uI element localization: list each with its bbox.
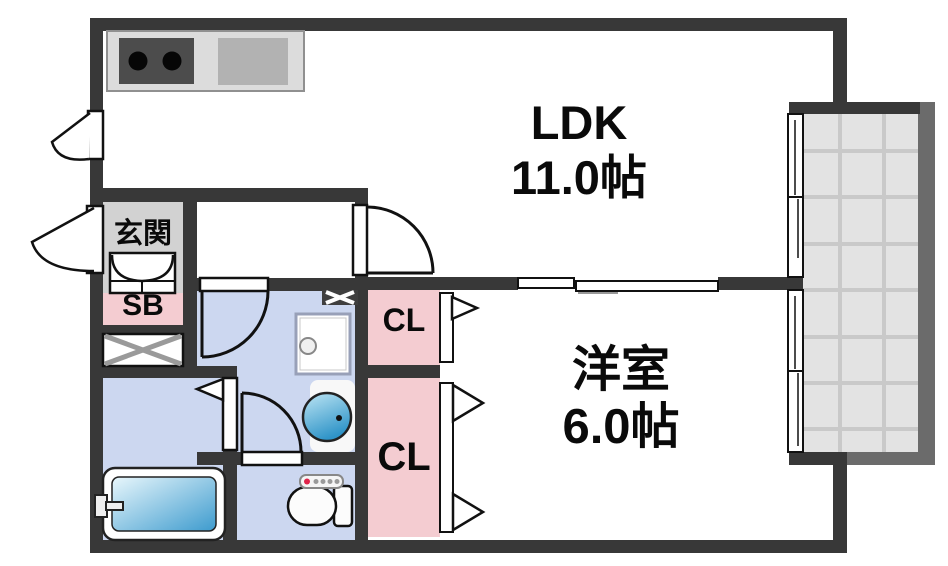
wall-left-mid — [90, 159, 103, 208]
wall-between-closets — [368, 365, 440, 378]
left-upper-door-icon — [50, 109, 105, 161]
shoebox-floor — [103, 293, 183, 325]
storage-x-box-icon — [101, 332, 185, 368]
wall-right-lower — [833, 452, 847, 553]
washroom-door-icon — [198, 276, 270, 359]
balcony-floor — [802, 114, 918, 452]
balcony-outer-wall-corner — [918, 102, 935, 114]
washing-machine-pan-icon — [294, 312, 352, 376]
closet-lower-door-icon — [439, 382, 486, 533]
kitchen-counter — [106, 30, 305, 92]
toilet-door-icon — [240, 391, 304, 467]
bathtub-icon — [94, 466, 227, 542]
kitchen-stove-icon — [119, 38, 194, 84]
ldk-door-icon — [351, 203, 435, 277]
wall-left-lower — [90, 272, 103, 553]
balcony — [802, 102, 935, 465]
balcony-tiles-icon — [802, 114, 918, 452]
closet-lower-floor — [368, 378, 440, 537]
entrance-door-icon — [30, 204, 105, 275]
closet-upper-floor — [368, 290, 440, 365]
washbasin-icon — [301, 380, 355, 452]
balcony-outer-wall-right — [918, 102, 935, 465]
wall-genkan-right — [183, 202, 197, 291]
balcony-outer-wall-bottom — [847, 452, 918, 465]
western-room-label-size: 6.0帖 — [562, 399, 680, 454]
walls — [90, 18, 920, 553]
wall-corridor-bottom-right — [268, 278, 355, 291]
wall-top — [90, 18, 847, 31]
wall-toilet-top-right — [302, 452, 355, 465]
western-balcony-window — [787, 289, 804, 453]
ldk-label-name: LDK — [530, 96, 628, 149]
doors — [30, 109, 719, 533]
closet-lower-label: CL — [377, 435, 431, 479]
wall-corridor-bottom-left — [183, 278, 200, 291]
wall-ldk-western-right — [718, 277, 803, 290]
ldk-label: LDK 11.0帖 — [448, 96, 710, 205]
ldk-balcony-window — [787, 113, 804, 278]
ldk-label-size: 11.0帖 — [511, 150, 647, 204]
wall-corridor-top — [103, 188, 368, 202]
closet-upper-label: CL — [382, 302, 426, 338]
shoebox-label: SB — [122, 289, 164, 322]
western-room-label-name: 洋室 — [571, 343, 670, 397]
wall-wet-vertical-lower — [355, 273, 368, 540]
western-room-label: 洋室 6.0帖 — [478, 342, 764, 456]
wall-left-upper — [90, 18, 103, 112]
genkan-label: 玄関 — [113, 218, 172, 250]
wall-ldk-western-left — [368, 277, 518, 290]
pipe-space-x-box-icon — [322, 290, 358, 305]
wall-bathroom-right — [223, 450, 237, 540]
windows — [787, 113, 804, 453]
wall-under-shoebox — [103, 325, 183, 334]
wall-balcony-top — [789, 102, 920, 114]
wall-washroom-left — [183, 291, 197, 366]
shoe-cabinet-icon — [108, 251, 177, 295]
kitchen-sink-icon — [218, 38, 288, 85]
toilet-icon — [286, 474, 354, 528]
sliding-door-icon — [517, 277, 719, 294]
wall-toilet-top-left — [197, 452, 242, 465]
closet-upper-door-icon — [439, 292, 481, 363]
wall-bottom — [90, 540, 847, 553]
wall-balcony-bottom — [789, 452, 847, 465]
wall-right-upper — [833, 18, 847, 114]
bathroom-folding-door-icon — [193, 376, 239, 452]
wall-bathroom-top — [90, 366, 237, 378]
